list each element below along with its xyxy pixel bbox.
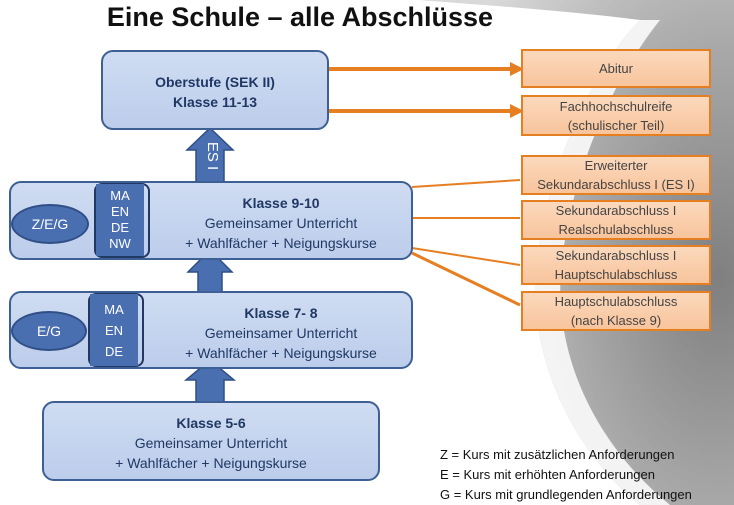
klasse-7-8-title: Klasse 7- 8: [244, 305, 318, 321]
course-levels-9-10: Z/E/G: [11, 204, 89, 244]
connector-es-i: [411, 179, 521, 188]
outcome-label-1: Hauptschulabschluss: [554, 294, 678, 309]
box-klasse-5-6: Klasse 5-6 Gemeinsamer Unterricht + Wahl…: [42, 401, 380, 481]
subject-en: EN: [104, 322, 124, 338]
legend-g: G = Kurs mit grundlegenden Anforderungen: [440, 487, 692, 502]
connector-hauptschulabschluss-kl9: [411, 251, 521, 307]
klasse-9-10-line3: + Wahlfächer + Neigungskurse: [185, 235, 377, 251]
klasse-9-10-line2: Gemeinsamer Unterricht: [204, 215, 358, 231]
outcome-abitur-label: Abitur: [599, 61, 633, 76]
connector-fachhochschulreife-head: [510, 104, 524, 118]
outcome-label-2: (schulischer Teil): [567, 117, 665, 133]
subject-en: EN: [110, 204, 130, 219]
es-i-label: ES I: [204, 141, 221, 171]
klasse-5-6-line3: + Wahlfächer + Neigungskurse: [115, 455, 307, 471]
box-oberstufe: Oberstufe (SEK II) Klasse 11-13: [101, 50, 329, 130]
klasse-7-8-line2: Gemeinsamer Unterricht: [204, 325, 358, 341]
outcome-label-1: Sekundarabschluss I: [555, 248, 677, 263]
subject-ma: MA: [104, 301, 124, 317]
subjects-9-10: MA EN DE NW: [96, 184, 144, 256]
outcome-label-1: Sekundarabschluss I: [555, 203, 677, 218]
subject-nw: NW: [109, 236, 131, 251]
legend-z: Z = Kurs mit zusätzlichen Anforderungen: [440, 447, 675, 462]
outcome-hauptschulabschluss: Sekundarabschluss I Hauptschulabschluss: [521, 245, 711, 285]
klasse-7-8-line3: + Wahlfächer + Neigungskurse: [185, 345, 377, 361]
subject-ma: MA: [110, 188, 130, 203]
course-levels-7-8: E/G: [11, 311, 87, 351]
outcome-label-2: Sekundarabschluss I (ES I): [537, 177, 695, 192]
klasse-5-6-line2: Gemeinsamer Unterricht: [134, 435, 288, 451]
klasse-9-10-title: Klasse 9-10: [242, 195, 320, 211]
outcome-label-2: (nach Klasse 9): [570, 313, 662, 328]
oberstufe-title: Oberstufe (SEK II): [155, 74, 275, 90]
outcome-label-1: Fachhochschulreife: [559, 98, 673, 114]
page-title: Eine Schule – alle Abschlüsse: [106, 2, 494, 32]
arrow-es-i-to-oberstufe: [185, 126, 235, 184]
outcome-label-2: Hauptschulabschluss: [554, 267, 678, 282]
background-white-curve: [534, 20, 670, 505]
outcome-abitur: Abitur: [521, 49, 711, 88]
outcome-label-2: Realschulabschluss: [558, 222, 674, 237]
outcome-fachhochschulreife: Fachhochschulreife (schulischer Teil): [521, 95, 711, 136]
subject-de: DE: [110, 220, 130, 235]
subjects-7-8: MA EN DE: [90, 294, 138, 366]
oberstufe-classes: Klasse 11-13: [172, 94, 258, 110]
legend-e: E = Kurs mit erhöhten Anforderungen: [440, 467, 655, 482]
connector-abitur-head: [510, 62, 524, 76]
outcome-realschulabschluss: Sekundarabschluss I Realschulabschluss: [521, 200, 711, 240]
subject-de: DE: [104, 343, 124, 359]
outcome-label-1: Erweiterter: [584, 158, 648, 173]
klasse-5-6-title: Klasse 5-6: [176, 415, 246, 431]
connector-hauptschulabschluss: [411, 247, 521, 266]
arrow-5-6-to-7-8: [183, 359, 237, 403]
outcome-hauptschulabschluss-kl9: Hauptschulabschluss (nach Klasse 9): [521, 291, 711, 331]
outcome-erweiterter-sek-i: Erweiterter Sekundarabschluss I (ES I): [521, 155, 711, 195]
